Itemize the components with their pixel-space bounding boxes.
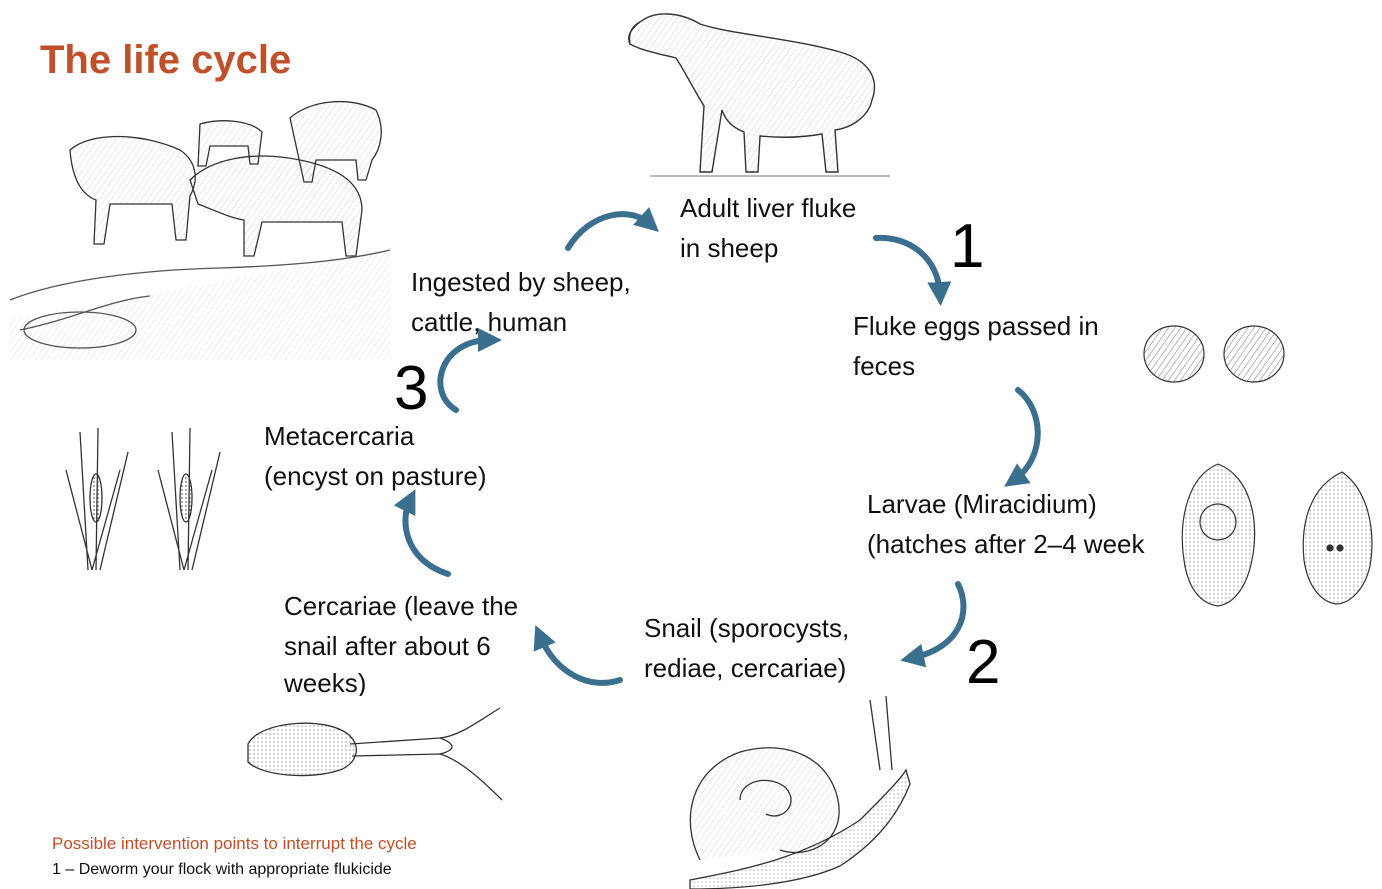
arrow-metacercaria-to-ingested — [440, 340, 490, 410]
stage-adult-line-2: in sheep — [680, 228, 856, 268]
intervention-item-1: 1 – Deworm your flock with appropriate f… — [52, 861, 392, 879]
stage-adult-line-1: Adult liver fluke — [680, 188, 856, 228]
snail-illustration — [690, 696, 910, 889]
stage-fluke-eggs: Fluke eggs passed in feces — [853, 306, 1099, 386]
stage-larvae-line-2: (hatches after 2–4 week — [867, 524, 1177, 564]
arrow-snail-to-cercariae — [540, 636, 620, 683]
stage-ingested: Ingested by sheep, cattle, human — [411, 262, 631, 342]
page-title: The life cycle — [40, 38, 291, 83]
stage-adult-liver-fluke: Adult liver fluke in sheep — [680, 188, 856, 268]
stage-eggs-line-1: Fluke eggs passed in — [853, 306, 1099, 346]
fluke-eggs-illustration — [1144, 326, 1284, 382]
stage-snail-line-2: rediae, cercariae) — [644, 648, 849, 688]
stage-cercariae-line-3: weeks) — [284, 666, 518, 696]
grazing-animals-illustration — [10, 102, 390, 360]
intervention-number-1: 1 — [950, 216, 984, 278]
stage-snail-line-1: Snail (sporocysts, — [644, 608, 849, 648]
sheep-illustration — [629, 14, 890, 176]
arrow-cercariae-to-metacercaria — [405, 500, 448, 574]
stage-cercariae-line-1: Cercariae (leave the — [284, 586, 518, 626]
intervention-number-3: 3 — [394, 358, 428, 420]
arrow-larvae-to-snail — [912, 584, 963, 658]
intervention-number-2: 2 — [966, 632, 1000, 694]
stage-metacercaria-line-1: Metacercaria — [264, 416, 487, 456]
miracidium-illustration — [1182, 464, 1372, 606]
stage-larvae: Larvae (Miracidium) (hatches after 2–4 w… — [867, 484, 1177, 564]
pasture-plants-illustration — [66, 428, 220, 570]
stage-metacercaria-line-2: (encyst on pasture) — [264, 456, 487, 496]
stage-ingested-line-2: cattle, human — [411, 302, 631, 342]
stage-cercariae-line-2: snail after about 6 — [284, 626, 518, 666]
stage-metacercaria: Metacercaria (encyst on pasture) — [264, 416, 487, 496]
arrow-ingested-to-adult — [568, 214, 650, 248]
arrow-adult-to-eggs — [876, 238, 940, 294]
stage-ingested-line-1: Ingested by sheep, — [411, 262, 631, 302]
arrow-eggs-to-larvae — [1014, 390, 1038, 480]
stage-snail: Snail (sporocysts, rediae, cercariae) — [644, 608, 849, 688]
stage-larvae-line-1: Larvae (Miracidium) — [867, 484, 1177, 524]
stage-eggs-line-2: feces — [853, 346, 1099, 386]
intervention-heading: Possible intervention points to interrup… — [52, 834, 417, 854]
cercaria-illustration — [248, 708, 502, 800]
stage-cercariae: Cercariae (leave the snail after about 6… — [284, 586, 518, 696]
